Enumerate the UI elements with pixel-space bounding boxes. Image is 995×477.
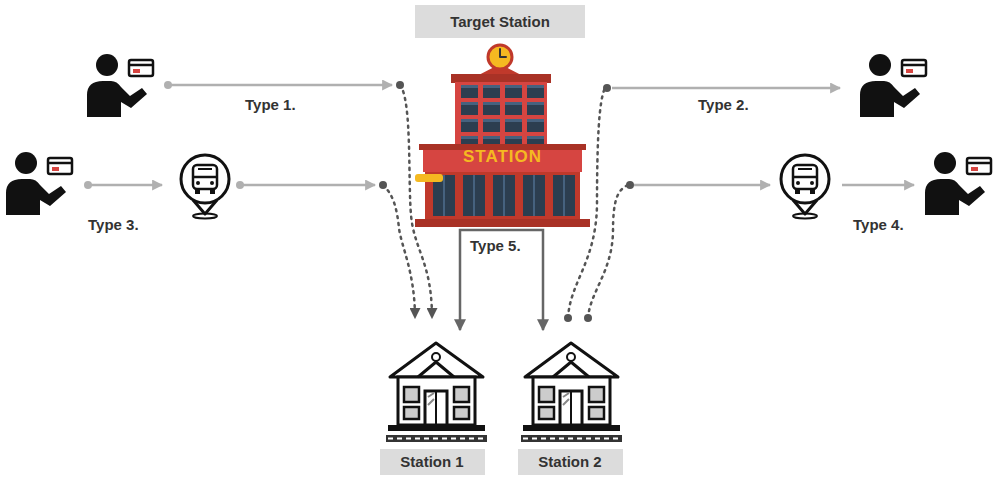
roof-band (451, 74, 551, 83)
tower-windows (459, 83, 547, 147)
passenger-icon (860, 54, 926, 117)
transfer-dot (626, 181, 634, 189)
node-text: STATION (415, 146, 590, 168)
doors (429, 172, 579, 220)
bus-stop-icon (181, 155, 229, 219)
station-icon (386, 343, 487, 442)
trip-line (88, 184, 162, 187)
trip-dot (164, 81, 172, 89)
tower (455, 82, 547, 148)
ground-floor (425, 172, 580, 220)
station-node: Station 1 (380, 330, 485, 475)
station-building (415, 42, 590, 227)
trip-line (842, 184, 914, 187)
transfer-dot (603, 84, 611, 92)
transfer-dots (379, 81, 634, 322)
station-title-band: Target Station (415, 5, 585, 38)
transfer-line (383, 185, 415, 318)
clock (488, 45, 512, 69)
transfer-line (588, 185, 628, 318)
trip-type-label: Type 3. (88, 216, 139, 234)
transfer-connector (460, 230, 543, 330)
passenger-icon (87, 54, 153, 117)
trip-type-label: Type 1. (245, 96, 296, 114)
base (415, 219, 590, 227)
passenger-icon (6, 152, 72, 215)
trip-type-label: Type 5. (470, 237, 521, 255)
transfer-dot (564, 314, 572, 322)
station-icon (521, 343, 622, 442)
trip-dot (236, 181, 244, 189)
bus-stop-icon (781, 155, 829, 219)
trip-line (612, 87, 840, 90)
transfer-dot (396, 81, 404, 89)
node-text: Station 1 (380, 449, 485, 475)
clock-hands (500, 49, 506, 57)
node-text: Target Station (446, 13, 554, 30)
transfer-dot (379, 181, 387, 189)
station-building-node: STATION (415, 42, 590, 227)
station-node: Station 2 (518, 330, 623, 475)
trip-line (168, 84, 392, 87)
passenger-icon (925, 152, 991, 215)
trip-dot (84, 181, 92, 189)
trip-type-label: Type 4. (853, 216, 904, 234)
trip-line (240, 184, 375, 187)
node-text: Station 2 (518, 449, 623, 475)
trip-start-dots (84, 81, 244, 189)
sign (415, 174, 443, 182)
transfer-dot (584, 314, 592, 322)
trip-type-label: Type 2. (698, 96, 749, 114)
trip-line (634, 184, 770, 187)
